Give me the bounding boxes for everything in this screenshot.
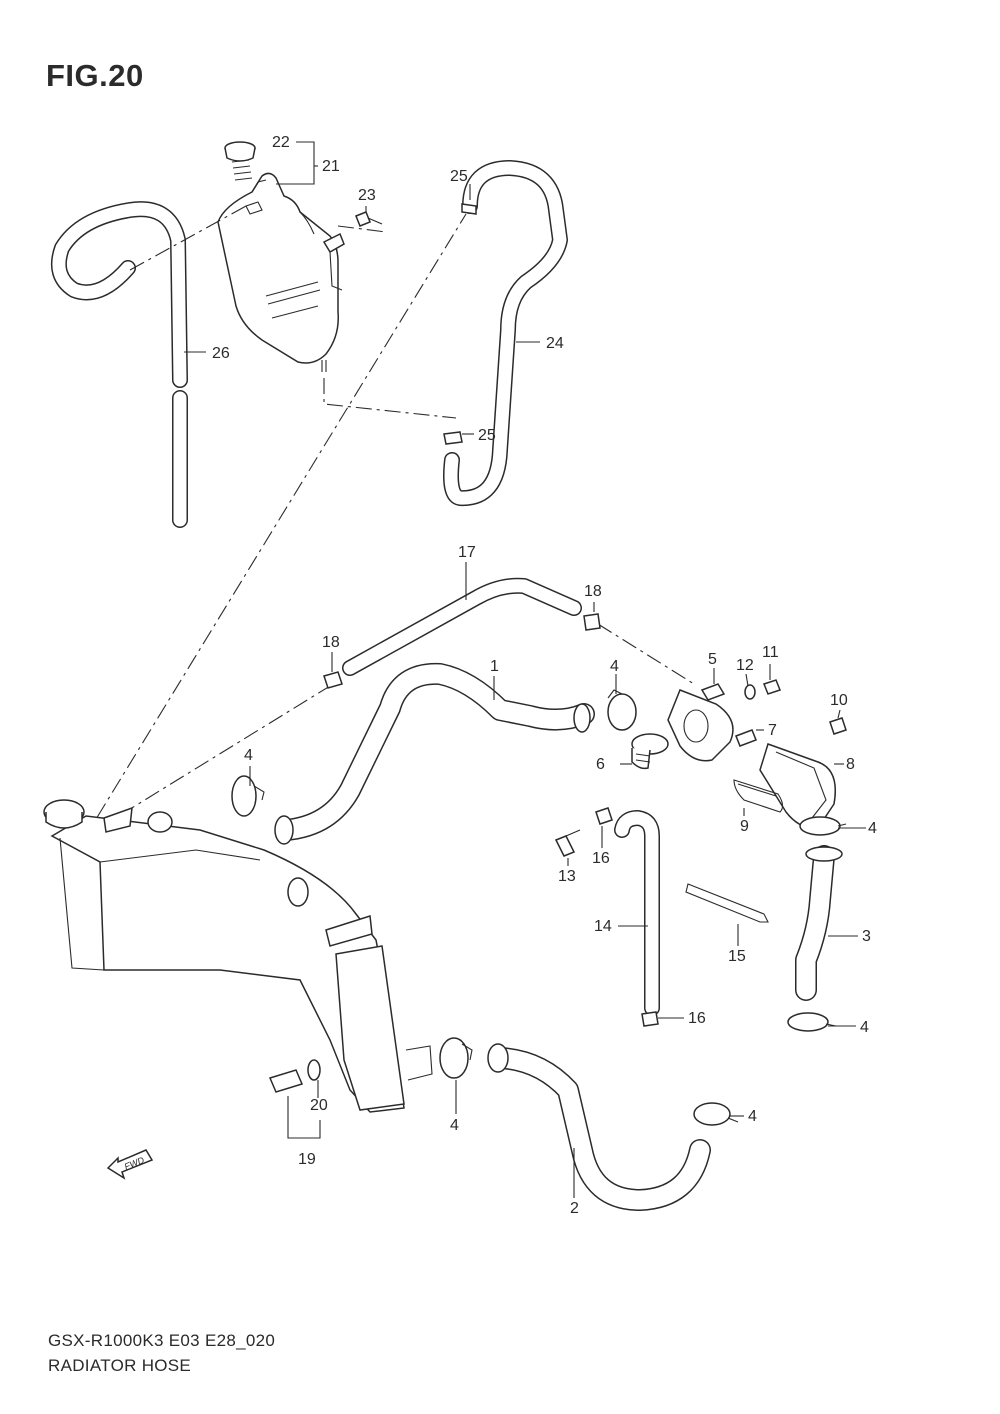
figure-title: FIG.20 [46,58,144,93]
clamp-4-right-lower [787,1012,837,1032]
callout-8: 8 [846,756,855,773]
callout-19: 19 [298,1151,316,1168]
callout-4-bottom-left: 4 [450,1117,459,1134]
bypass-hose-17 [342,577,582,676]
callout-17: 17 [458,544,476,561]
callout-16-upper: 16 [592,850,610,867]
clamp-4-thermostat [607,689,637,731]
thermostat-6 [631,733,669,770]
bolt-10 [829,717,847,735]
forward-arrow-label: FWD [123,1155,146,1172]
callout-2: 2 [570,1200,579,1217]
callout-16-lower: 16 [688,1010,706,1027]
callout-22: 22 [272,134,290,151]
bolt-11 [763,679,781,695]
radiator-hose-1 [274,662,595,845]
clamp-4-right-upper [799,816,847,836]
radiator [43,799,433,1113]
reservoir-cap [224,141,256,181]
clamp-4-upper-left [231,775,265,817]
clamp-18-right [583,613,601,631]
callout-12: 12 [736,657,754,674]
callout-4-right-lower: 4 [860,1019,869,1036]
clamp-4-bottom-left [439,1037,473,1079]
callout-4-upper-left: 4 [244,747,253,764]
callout-14: 14 [594,918,612,935]
section-name: RADIATOR HOSE [48,1356,192,1375]
drain-bolt-19 [268,1069,304,1093]
callout-13: 13 [558,868,576,885]
callout-4-bottom-right: 4 [748,1108,757,1125]
reservoir-tank [217,172,345,372]
callout-20: 20 [310,1097,328,1114]
callout-3: 3 [862,928,871,945]
callout-15: 15 [728,948,746,965]
callout-18-right: 18 [584,583,602,600]
clamp-4-bottom-right [693,1102,739,1126]
bolt-7 [735,729,757,747]
callout-4-right-upper: 4 [868,820,877,837]
thermostat-housing-5 [667,683,734,762]
reservoir-hose-24 [443,160,568,507]
callout-10: 10 [830,692,848,709]
radiator-hose-3 [795,845,843,1001]
model-code: GSX-R1000K3 E03 E28_020 [48,1331,276,1350]
clamp-25-lower [443,431,463,445]
clamp-16-upper [595,807,613,825]
overflow-hose-26 [51,201,188,528]
callout-21: 21 [322,158,340,175]
washer-12 [744,684,756,700]
callout-1: 1 [490,658,499,675]
callout-9: 9 [740,818,749,835]
callout-23: 23 [358,187,376,204]
clamp-16-lower [641,1011,659,1027]
cable-tie-15 [685,883,769,923]
callout-5: 5 [708,651,717,668]
washer-20 [307,1059,321,1081]
forward-arrow-icon: FWD [106,1149,154,1180]
callout-4-thermostat: 4 [610,658,619,675]
o-ring-9 [733,779,784,813]
hose-14 [614,810,660,1016]
callout-26: 26 [212,345,230,362]
callout-25-lower: 25 [478,427,496,444]
clamp-18-left [323,671,343,689]
callout-24: 24 [546,335,564,352]
bolt-23 [355,211,383,227]
radiator-hose-2 [487,1043,711,1211]
callout-6: 6 [596,756,605,773]
callout-25-upper: 25 [450,168,468,185]
callout-18-left: 18 [322,634,340,651]
union-13 [554,829,581,857]
thermostat-cover-8 [759,743,836,829]
clamp-25-upper [461,203,477,215]
callout-11: 11 [762,644,779,661]
callout-7: 7 [768,722,777,739]
